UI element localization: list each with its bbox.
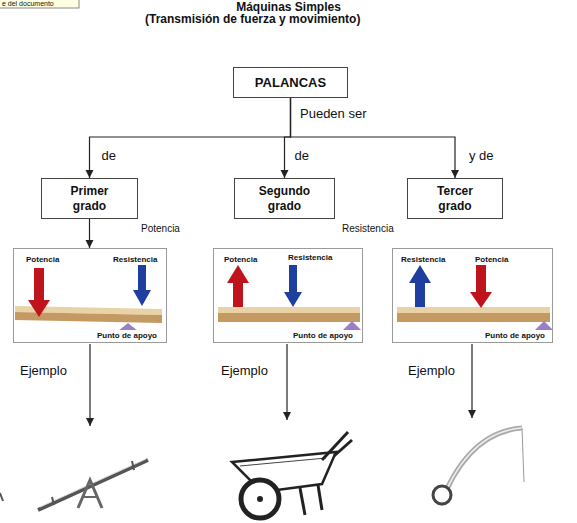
plank-top xyxy=(218,307,360,313)
force-label: Punto de apoyo xyxy=(482,330,548,341)
example-label: Ejemplo xyxy=(408,364,455,378)
force-arrow-head xyxy=(227,265,249,283)
force-label: Resistencia xyxy=(288,253,332,262)
stray-label: Potencia xyxy=(141,223,180,234)
seesaw-highlight xyxy=(40,459,146,507)
second-class-lever-art xyxy=(218,265,361,330)
diagram-title: Máquinas Simples xyxy=(0,0,577,14)
document-tab xyxy=(0,0,79,8)
force-arrow-head xyxy=(28,300,50,317)
load-arrow xyxy=(415,283,425,307)
category-box: Primer grado xyxy=(41,178,138,219)
load-arrow-head xyxy=(284,292,302,307)
seesaw-stand xyxy=(83,496,97,498)
force-label: Punto de apoyo xyxy=(94,330,160,341)
force-arrow-head xyxy=(470,292,492,308)
tab-label: e del documento xyxy=(2,0,54,8)
load-arrow-head xyxy=(133,290,151,306)
example-label: Ejemplo xyxy=(20,364,67,378)
force-label: Resistencia xyxy=(113,255,157,264)
fulcrum xyxy=(343,321,361,330)
connector-arrow xyxy=(285,98,291,178)
example-arrow xyxy=(286,344,287,420)
edge-label: de xyxy=(102,148,116,163)
wheelbarrow-wheel xyxy=(241,480,279,518)
wheelbarrow-hub xyxy=(257,496,263,502)
force-arrow xyxy=(233,283,243,307)
force-label: Potencia xyxy=(224,255,257,264)
wheelbarrow-leg xyxy=(300,488,305,515)
force-label: Potencia xyxy=(26,255,59,264)
wheelbarrow-leg xyxy=(318,485,322,510)
plank-top xyxy=(397,307,550,313)
category-box: Segundo grado xyxy=(234,178,335,219)
force-arrow xyxy=(34,268,44,300)
example-arrow xyxy=(471,344,472,418)
connector-arrow xyxy=(291,98,456,178)
third-class-lever-art xyxy=(397,265,553,330)
example-arrow xyxy=(89,344,90,426)
lever-panel: Potencia ResistenciaPunto de apoyo xyxy=(213,248,363,343)
seesaw-plank xyxy=(38,460,148,510)
seesaw-illustration xyxy=(0,459,148,510)
force-label: Potencia xyxy=(475,255,508,264)
fishing-rod-illustration xyxy=(433,428,524,505)
wheelbarrow-rim xyxy=(240,458,326,466)
reel xyxy=(433,486,451,504)
connector-arrow xyxy=(90,98,291,178)
lever-panel: Potencia ResistenciaPunto de apoyo xyxy=(13,248,167,343)
example-label: Ejemplo xyxy=(221,364,268,378)
connector-arrow xyxy=(89,219,90,248)
wheelbarrow-handle xyxy=(334,440,352,456)
load-arrow-head xyxy=(409,265,431,283)
category-box: Tercer grado xyxy=(407,178,503,219)
force-label: Punto de apoyo xyxy=(290,330,356,341)
edge-label: y de xyxy=(469,148,494,163)
connector-note: Pueden ser xyxy=(300,107,367,121)
plank-front xyxy=(218,313,360,322)
seesaw-fragment xyxy=(0,493,3,501)
seesaw-handle xyxy=(52,497,54,505)
load-arrow xyxy=(289,265,297,292)
node-title: Segundo grado xyxy=(253,184,317,213)
load-arrow xyxy=(138,265,146,290)
edge-label: de xyxy=(295,148,309,163)
plank-front xyxy=(397,313,550,322)
node-title: PALANCAS xyxy=(241,75,341,91)
subtitle: (Transmisión de fuerza y movimiento) xyxy=(145,13,360,26)
wheelbarrow-illustration xyxy=(232,432,352,518)
node-title: Tercer grado xyxy=(427,184,483,213)
seesaw-stand xyxy=(78,480,102,508)
force-label: Resistencia xyxy=(401,255,445,264)
fishing-line xyxy=(522,428,524,482)
stray-label: Resistencia xyxy=(342,223,394,234)
lever-panel: Resistencia PotenciaPunto de apoyo xyxy=(392,248,553,343)
fulcrum xyxy=(535,321,553,330)
seesaw-handle xyxy=(132,461,134,470)
first-class-lever-art xyxy=(15,265,162,331)
force-arrow xyxy=(476,265,486,292)
root-box: PALANCAS xyxy=(233,67,348,98)
node-title: Primer grado xyxy=(61,184,119,213)
